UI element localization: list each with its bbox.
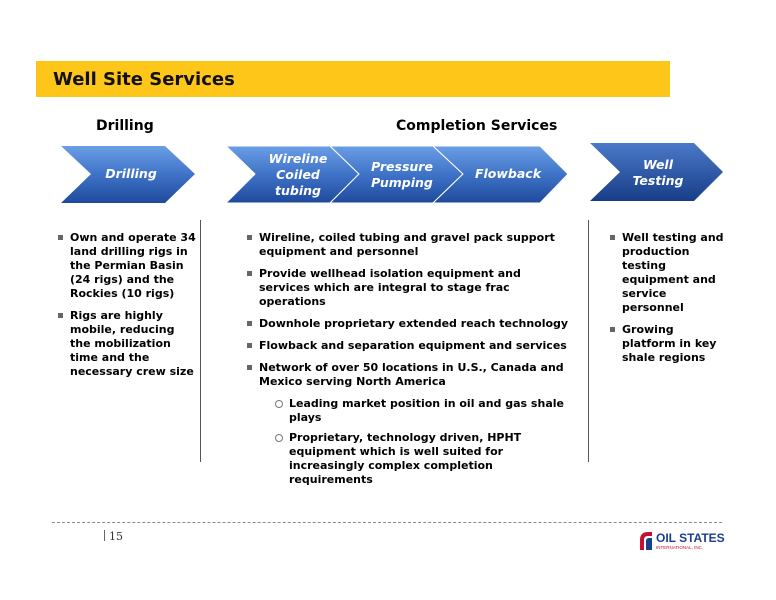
arrow-drilling xyxy=(61,146,195,203)
circle-bullet-icon xyxy=(275,400,283,408)
list-item: Network of over 50 locations in U.S., Ca… xyxy=(245,361,575,389)
bullet-icon xyxy=(247,271,252,276)
sub-list-item: Proprietary, technology driven, HPHT equ… xyxy=(245,431,575,487)
svg-text:INTERNATIONAL, INC.: INTERNATIONAL, INC. xyxy=(656,545,703,550)
section-heading-drilling: Drilling xyxy=(96,118,154,134)
oil-states-logo: OIL STATES INTERNATIONAL, INC. xyxy=(640,531,725,550)
bullet-icon xyxy=(247,321,252,326)
bullet-icon xyxy=(247,365,252,370)
sub-list-item: Leading market position in oil and gas s… xyxy=(245,397,575,425)
arrow-label-pressure: Pressure Pumping xyxy=(371,159,433,190)
title-bar: Well Site Services xyxy=(36,61,670,97)
list-item: Growing platform in key shale regions xyxy=(608,323,728,365)
footer-divider xyxy=(52,522,722,523)
list-item: Downhole proprietary extended reach tech… xyxy=(245,317,575,331)
arrow-label-well-testing: Well Testing xyxy=(632,157,684,188)
circle-bullet-icon xyxy=(275,434,283,442)
column-divider-right xyxy=(588,220,589,462)
bullet-icon xyxy=(247,235,252,240)
arrow-label-drilling: Drilling xyxy=(105,166,157,181)
arrow-well-testing xyxy=(590,143,723,201)
list-item: Wireline, coiled tubing and gravel pack … xyxy=(245,231,575,259)
section-heading-completion: Completion Services xyxy=(396,118,558,134)
bullet-icon xyxy=(58,313,63,318)
bullet-icon xyxy=(610,235,615,240)
arrow-label-flowback: Flowback xyxy=(474,166,542,181)
list-item: Rigs are highly mobile, reducing the mob… xyxy=(56,309,196,379)
page-number: 15 xyxy=(104,530,123,543)
svg-text:OIL STATES: OIL STATES xyxy=(656,531,725,545)
bullet-icon xyxy=(610,327,615,332)
bullet-icon xyxy=(58,235,63,240)
testing-column: Well testing and production testing equi… xyxy=(608,231,728,373)
list-item: Own and operate 34 land drilling rigs in… xyxy=(56,231,196,301)
list-item: Flowback and separation equipment and se… xyxy=(245,339,575,353)
drilling-column: Own and operate 34 land drilling rigs in… xyxy=(56,231,196,387)
arrow-label-wireline: Wireline Coiled tubing xyxy=(268,151,328,198)
list-item: Provide wellhead isolation equipment and… xyxy=(245,267,575,309)
page-title: Well Site Services xyxy=(53,69,235,90)
column-divider-left xyxy=(200,220,201,462)
list-item: Well testing and production testing equi… xyxy=(608,231,728,315)
completion-column: Wireline, coiled tubing and gravel pack … xyxy=(245,231,575,493)
bullet-icon xyxy=(247,343,252,348)
service-flow-arrows xyxy=(61,143,723,204)
arrow-flowback xyxy=(431,145,569,204)
